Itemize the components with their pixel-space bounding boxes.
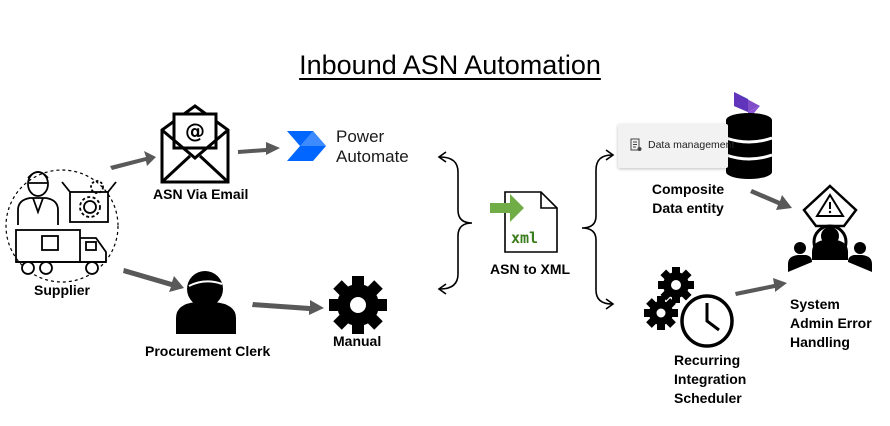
- brace-right-arrow-top: [605, 149, 615, 161]
- xml-file-icon: [490, 191, 558, 253]
- scheduler-line1: Recurring: [674, 352, 741, 368]
- arrow-email-to-power-automate: [238, 142, 280, 155]
- brace-connectors: [437, 149, 615, 310]
- power-automate-line2: Automate: [336, 147, 409, 166]
- document-icon: [630, 138, 642, 151]
- arrow-supplier-to-email: [110, 151, 156, 170]
- admin-line2: Admin Error: [790, 315, 872, 331]
- email-envelope-icon: @: [160, 104, 230, 184]
- admin-line3: Handling: [790, 334, 850, 350]
- scheduler-line3: Scheduler: [674, 390, 742, 406]
- supplier-label: Supplier: [34, 282, 91, 298]
- composite-line2: Data entity: [652, 200, 724, 216]
- data-management-label: Data management: [648, 139, 735, 151]
- brace-left: [439, 156, 473, 290]
- power-automate-logo-icon: [287, 131, 326, 161]
- scheduler-line2: Integration: [674, 371, 747, 387]
- brace-left-arrow-top: [437, 151, 447, 163]
- composite-line1: Composite: [651, 181, 725, 197]
- arrow-supplier-to-clerk: [123, 268, 184, 292]
- database-icon: [725, 113, 773, 179]
- system-admin-error-handling-label: System Admin Error Handling: [790, 295, 872, 352]
- recurring-integration-scheduler-label: Recurring Integration Scheduler: [674, 351, 746, 408]
- data-management-card: Data management: [618, 124, 734, 168]
- procurement-clerk-label: Procurement Clerk: [145, 343, 271, 359]
- supplier-icon: [5, 169, 119, 283]
- gear-icon: [329, 276, 387, 334]
- power-automate-line1: Power: [336, 127, 385, 146]
- brace-right: [581, 154, 613, 305]
- xml-file-label: xml: [511, 229, 539, 247]
- asn-via-email-label: ASN Via Email: [153, 186, 249, 202]
- arrow-clerk-to-manual: [252, 300, 324, 315]
- flow-arrows: [110, 142, 792, 315]
- admin-error-icon: [788, 184, 872, 272]
- manual-label: Manual: [333, 333, 382, 349]
- procurement-clerk-icon: [176, 271, 236, 334]
- diagram-title: Inbound ASN Automation: [299, 50, 601, 80]
- admin-line1: System: [790, 296, 840, 312]
- svg-text:@: @: [185, 119, 205, 143]
- brace-right-arrow-bottom: [605, 298, 615, 310]
- arrow-scheduler-to-admin: [735, 278, 787, 296]
- asn-to-xml-label: ASN to XML: [490, 261, 571, 277]
- clock-icon: [680, 294, 734, 348]
- composite-data-entity-label: Composite Data entity: [638, 180, 738, 218]
- brace-left-arrow-bottom: [437, 283, 447, 295]
- arrow-database-to-admin: [750, 189, 792, 210]
- power-automate-label: Power Automate: [336, 127, 409, 167]
